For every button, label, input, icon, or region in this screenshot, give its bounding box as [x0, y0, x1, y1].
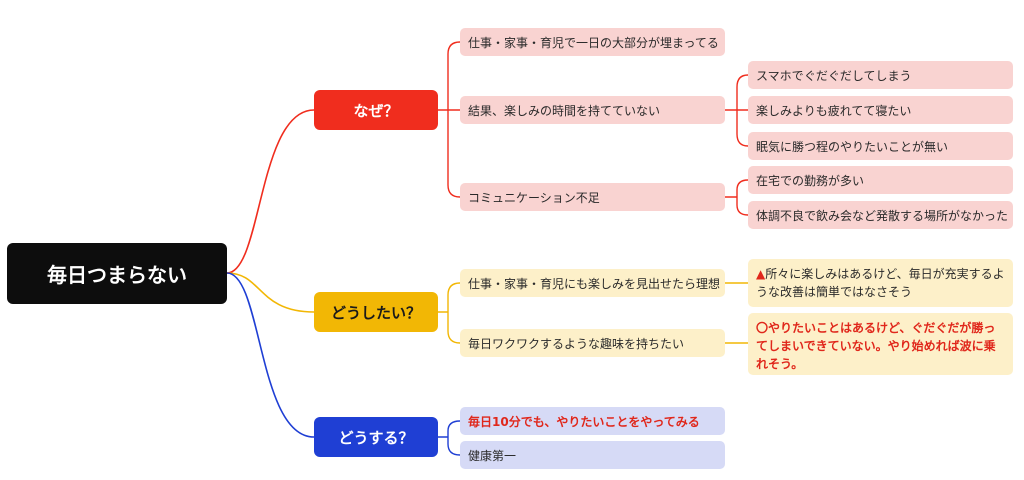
connector-root-why	[226, 109, 315, 274]
branch-why[interactable]: なぜ？	[314, 90, 438, 130]
topic-try-10-minutes[interactable]: 毎日10分でも、やりたいことをやってみる	[460, 407, 725, 435]
connector-root-want	[226, 272, 315, 313]
note-triangle[interactable]: ▲所々に楽しみはあるけど、毎日が充実するような改善は簡単ではなさそう	[748, 259, 1013, 307]
subtopic-smartphone[interactable]: スマホでぐだぐだしてしまう	[748, 61, 1013, 89]
connector-why-children	[438, 41, 461, 198]
note-triangle-text: 所々に楽しみはあるけど、毎日が充実するような改善は簡単ではなさそう	[756, 267, 1005, 299]
connector-root-do	[226, 272, 315, 438]
subtopic-nothing-beats-sleepiness[interactable]: 眠気に勝つ程のやりたいことが無い	[748, 132, 1013, 160]
connector-want-children	[438, 282, 461, 344]
connector-want-notes	[725, 282, 748, 344]
topic-find-fun-in-daily-life[interactable]: 仕事・家事・育児にも楽しみを見出せたら理想	[460, 269, 725, 297]
topic-work-housework-childcare[interactable]: 仕事・家事・育児で一日の大部分が埋まってる	[460, 28, 725, 56]
subtopic-no-place-to-unwind[interactable]: 体調不良で飲み会など発散する場所がなかった	[748, 201, 1013, 229]
connector-do-children	[438, 420, 461, 456]
subtopic-tired-want-sleep[interactable]: 楽しみよりも疲れてて寝たい	[748, 96, 1013, 124]
root-topic[interactable]: 毎日つまらない	[7, 243, 227, 304]
branch-do[interactable]: どうする？	[314, 417, 438, 457]
circle-marker-icon: 〇	[756, 321, 769, 335]
topic-no-time-for-fun[interactable]: 結果、楽しみの時間を持てていない	[460, 96, 725, 124]
branch-want[interactable]: どうしたい？	[314, 292, 438, 332]
triangle-marker-icon: ▲	[756, 267, 766, 281]
topic-exciting-hobby[interactable]: 毎日ワクワクするような趣味を持ちたい	[460, 329, 725, 357]
note-circle-text: やりたいことはあるけど、ぐだぐだが勝ってしまいできていない。やり始めれば波に乗れ…	[756, 321, 996, 371]
connector-result-children	[725, 74, 749, 147]
note-circle[interactable]: 〇やりたいことはあるけど、ぐだぐだが勝ってしまいできていない。やり始めれば波に乗…	[748, 313, 1013, 375]
topic-lack-of-communication[interactable]: コミュニケーション不足	[460, 183, 725, 211]
subtopic-remote-work[interactable]: 在宅での勤務が多い	[748, 166, 1013, 194]
connector-comm-children	[725, 179, 749, 216]
topic-health-first[interactable]: 健康第一	[460, 441, 725, 469]
